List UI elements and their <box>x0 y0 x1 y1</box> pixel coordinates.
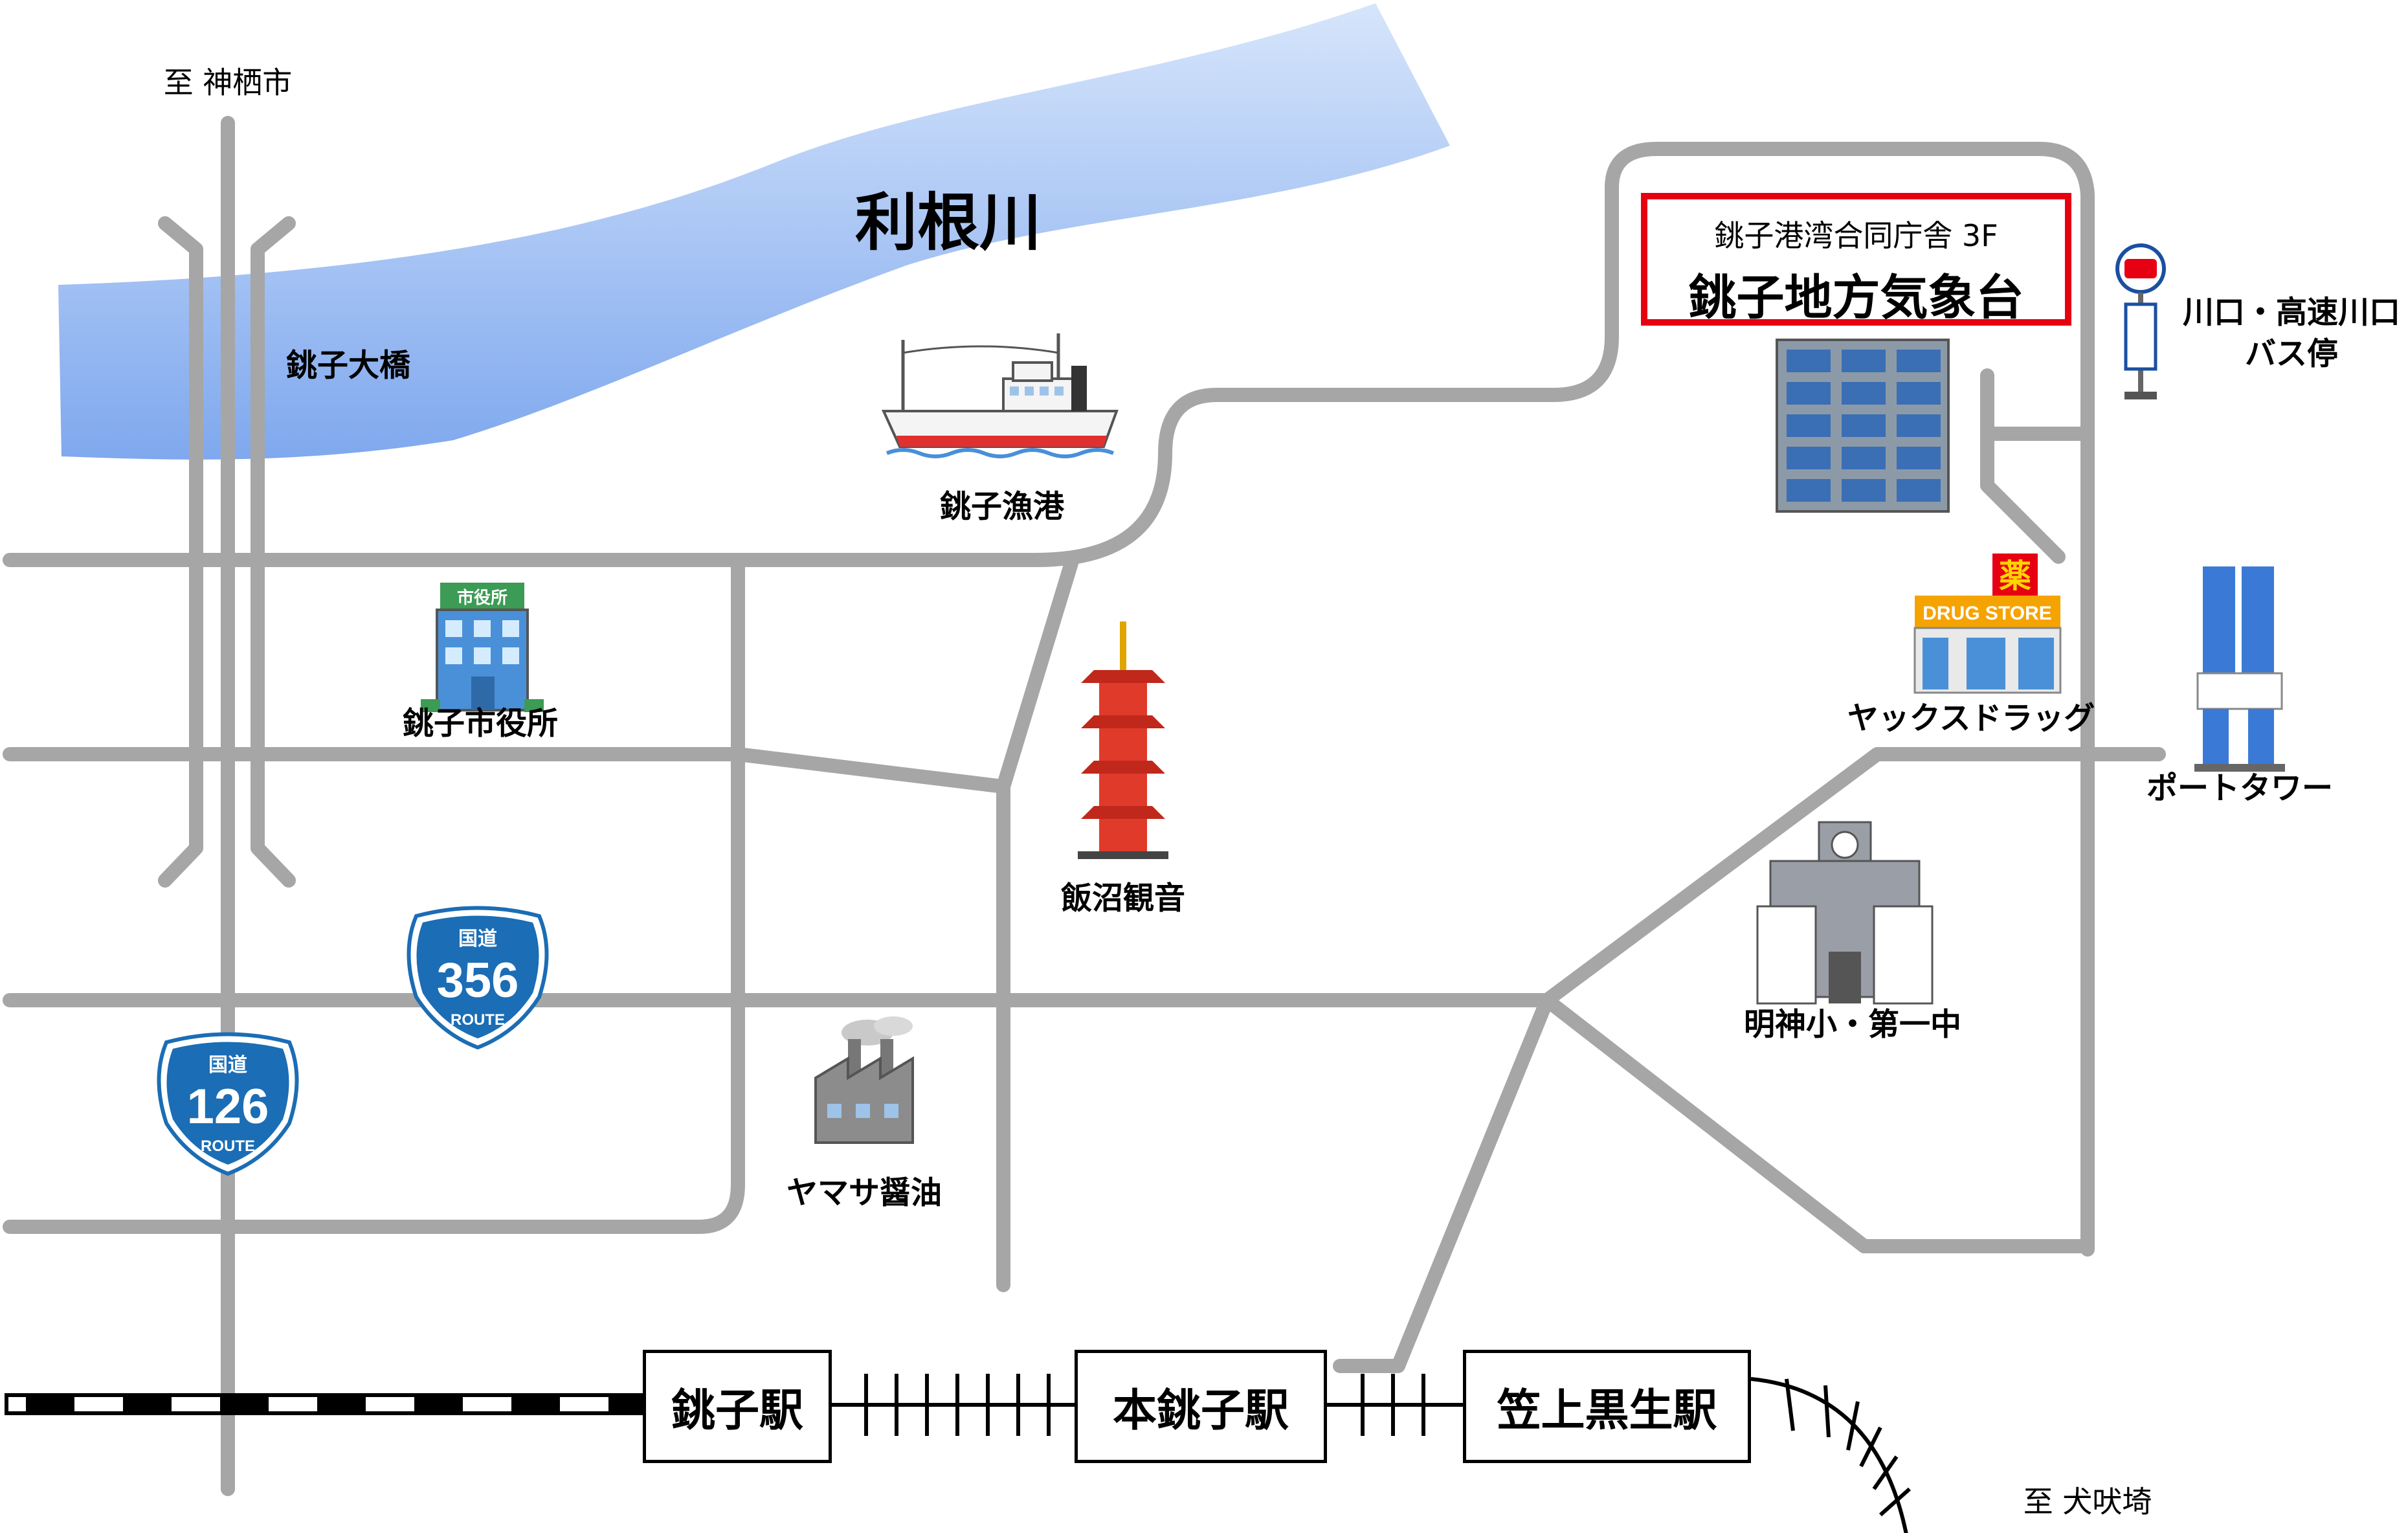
road-network <box>3 116 2166 1496</box>
station-kasagamikurohae: 笠上黒生駅 <box>1463 1350 1751 1463</box>
bridge-label: 銚子大橋 <box>285 347 411 384</box>
school-icon <box>1756 821 1934 1005</box>
route-356-number: 356 <box>437 953 519 1008</box>
river-tone-river <box>58 3 1450 460</box>
choshi-rail-curve <box>1750 1377 1908 1533</box>
office-window <box>1842 447 1886 469</box>
office-window <box>1897 479 1941 502</box>
route-126-number: 126 <box>187 1079 269 1134</box>
route-356-kanji: 国道 <box>458 928 497 950</box>
temple-label: 飯沼観音 <box>1060 880 1186 917</box>
drugstore-sign: DRUG STORE <box>1923 603 2051 624</box>
jr-track-dash <box>220 1397 269 1411</box>
factory-label: ヤマサ醤油 <box>786 1174 942 1211</box>
observatory-highlight-box: 銚子港湾合同庁舎 3F 銚子地方気象台 <box>1641 193 2071 326</box>
factory-icon <box>814 1016 914 1144</box>
road-south-branch <box>1333 993 1554 1373</box>
bus-stop-icon <box>2115 243 2166 399</box>
drugstore-mark: 薬 <box>1999 557 2031 595</box>
jr-track-dash <box>414 1397 463 1411</box>
station-motochoshi: 本銚子駅 <box>1075 1350 1327 1463</box>
river-name-label: 利根川 <box>855 186 1042 260</box>
office-window <box>1842 382 1886 405</box>
route-126-word: ROUTE <box>201 1137 255 1155</box>
observatory-name: 銚子地方気象台 <box>1688 270 2024 326</box>
rail-tie <box>1823 1385 1831 1438</box>
drugstore-icon: 薬 DRUG STORE <box>1913 554 2062 694</box>
office-window <box>1897 382 1941 405</box>
route-126-sign: 国道 126 ROUTE <box>157 1032 299 1176</box>
observatory-building-name: 銚子港湾合同庁舎 3F <box>1714 218 1998 253</box>
office-window <box>1787 447 1831 469</box>
office-window <box>1842 479 1886 502</box>
port-tower-icon <box>2194 566 2285 772</box>
direction-inubosaki: 至 犬吠埼 <box>2023 1484 2152 1519</box>
office-window <box>1787 479 1831 502</box>
office-window <box>1897 350 1941 372</box>
office-window <box>1897 414 1941 437</box>
road-temple-street <box>996 556 1078 1292</box>
office-building-icon <box>1776 339 1950 513</box>
office-window <box>1787 414 1831 437</box>
bus-stop-label-line1: 川口・高速川口 <box>2182 294 2401 331</box>
road-north-east-diagonal <box>1540 747 2166 1007</box>
city-hall-label: 銚子市役所 <box>402 705 559 742</box>
road-office-side <box>1980 368 2066 564</box>
route-356-word: ROUTE <box>451 1011 505 1029</box>
office-window <box>1787 350 1831 372</box>
bus-stop-label-line2: バス停 <box>2244 335 2339 372</box>
road-south-sections <box>3 747 1010 794</box>
office-window <box>1842 350 1886 372</box>
rail-tie <box>1859 1426 1882 1468</box>
jr-track-dash <box>26 1397 74 1411</box>
road-bridge-rail-right <box>251 216 296 888</box>
road-bridge-rail-left <box>158 216 203 888</box>
route-126-kanji: 国道 <box>208 1054 247 1077</box>
city-hall-sign: 市役所 <box>457 588 507 607</box>
rail-tie <box>1879 1487 1911 1517</box>
office-window <box>1897 447 1941 469</box>
port-tower-label: ポートタワー <box>2146 770 2334 807</box>
rail-tie <box>1785 1378 1795 1431</box>
drugstore-label: ヤックスドラッグ <box>1847 700 2095 737</box>
office-window <box>1787 382 1831 405</box>
pagoda-icon <box>1078 621 1168 859</box>
direction-kamisu: 至 神栖市 <box>163 65 293 100</box>
route-356-sign: 国道 356 ROUTE <box>407 906 549 1050</box>
jr-track-dash <box>123 1397 172 1411</box>
jr-track-dash <box>511 1397 560 1411</box>
rail-tie <box>1872 1455 1899 1490</box>
ship-icon <box>881 333 1119 458</box>
road-east-diagonal <box>1540 993 2095 1253</box>
road-river-front <box>3 142 2095 1257</box>
office-window <box>1842 414 1886 437</box>
fishing-port-label: 銚子漁港 <box>939 488 1065 525</box>
city-hall-icon: 市役所 <box>421 583 544 712</box>
rail-tie <box>1846 1401 1860 1451</box>
road-south-west <box>3 556 745 1234</box>
jr-track-dash <box>317 1397 366 1411</box>
school-label: 明神小・第一中 <box>1743 1006 1962 1043</box>
station-choshi: 銚子駅 <box>643 1350 832 1463</box>
